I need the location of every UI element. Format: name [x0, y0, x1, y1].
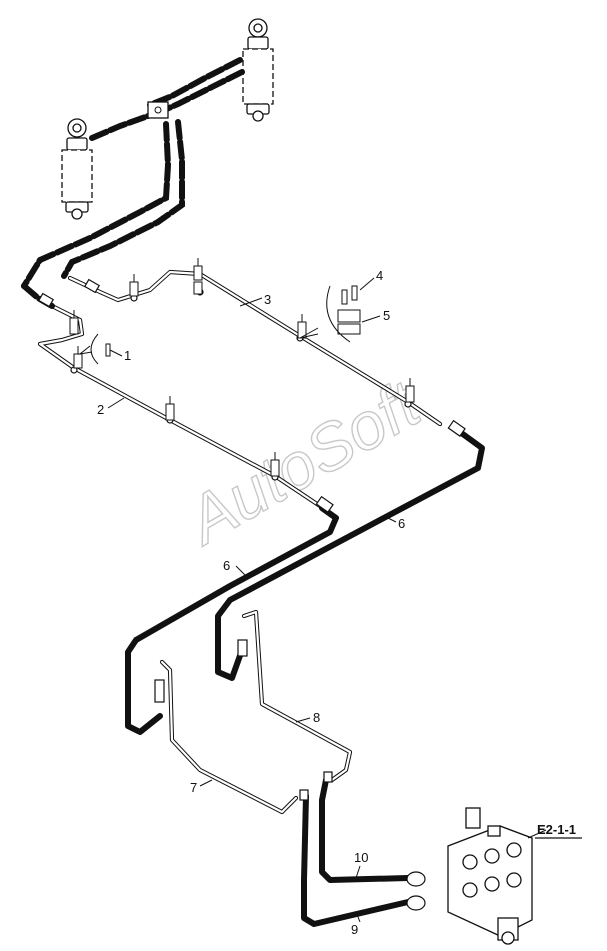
callout-9: 9: [351, 922, 358, 937]
manifold-block: [147, 101, 169, 119]
leader-lines: [107, 277, 547, 923]
cylinder-left: [61, 118, 93, 220]
callout-6-right: 6: [398, 516, 405, 531]
pipe-3: [67, 269, 443, 427]
fittings: [37, 278, 466, 911]
callout-10: 10: [354, 850, 368, 865]
pipe-8: [241, 609, 353, 783]
callout-6-left: 6: [223, 558, 230, 573]
callout-5: 5: [383, 308, 390, 323]
hose-10: [319, 777, 411, 883]
callout-4: 4: [376, 268, 383, 283]
cylinder-right: [242, 18, 274, 122]
hose-left-cylinder-feed: [89, 113, 151, 141]
hose-9: [301, 793, 411, 927]
clamp-detail: [299, 285, 361, 343]
callout-3: 3: [264, 292, 271, 307]
hose-cylinder-link-upper: [147, 57, 243, 108]
hose-6-right: [215, 429, 485, 681]
hose-left-loop: [21, 121, 172, 289]
callout-1: 1: [124, 348, 131, 363]
callout-7: 7: [190, 780, 197, 795]
callout-8: 8: [313, 710, 320, 725]
control-valve: [447, 807, 533, 945]
pipe-7: [159, 659, 299, 815]
reference-label: E2-1-1: [537, 822, 576, 837]
callout-2: 2: [97, 402, 104, 417]
pipe-clamps: [69, 258, 415, 477]
hose-6-left: [125, 505, 339, 735]
pipe-2: [37, 303, 323, 509]
hose-cylinder-link-lower: [157, 69, 245, 115]
bolt-1-detail: [78, 333, 111, 365]
hose-right-loop: [61, 119, 185, 279]
